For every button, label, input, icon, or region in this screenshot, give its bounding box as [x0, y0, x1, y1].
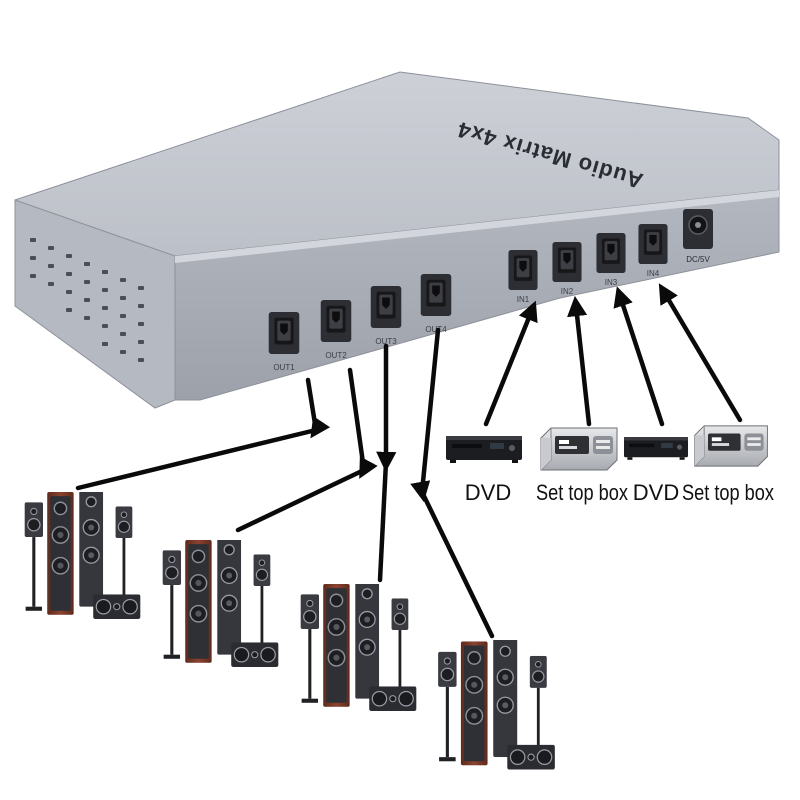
output-port-label: OUT1 — [273, 363, 295, 372]
speaker-set-2 — [163, 536, 279, 667]
dvd-player-icon — [624, 437, 688, 460]
source-3: DVD — [624, 437, 688, 505]
source-label: DVD — [465, 480, 511, 505]
dc-power-label: DC/5V — [686, 255, 710, 264]
arrow-out1-to-speakers-1 — [75, 377, 331, 491]
output-port-label: OUT3 — [375, 337, 397, 346]
output-port-1[interactable]: OUT1 — [268, 312, 300, 372]
source-2: Set top box — [536, 427, 628, 505]
input-port-label: IN1 — [517, 295, 530, 304]
speaker-set-4 — [438, 637, 555, 769]
dc-power-jack[interactable]: DC/5V — [683, 209, 713, 264]
input-port-3[interactable]: IN3 — [596, 233, 626, 287]
set-top-box-icon — [694, 425, 768, 467]
connection-arrows — [75, 283, 743, 639]
input-port-4[interactable]: IN4 — [638, 224, 668, 278]
input-port-2[interactable]: IN2 — [552, 242, 582, 296]
speaker-set-3 — [301, 580, 417, 711]
output-port-label: OUT2 — [325, 351, 347, 360]
ventilation-grille — [30, 238, 144, 362]
output-port-3[interactable]: OUT3 — [370, 286, 402, 346]
input-port-label: IN4 — [647, 269, 660, 278]
output-port-2[interactable]: OUT2 — [320, 300, 352, 360]
source-label: Set top box — [682, 480, 774, 505]
input-port-1[interactable]: IN1 — [508, 250, 538, 304]
source-label: Set top box — [536, 480, 628, 505]
source-label: DVD — [633, 480, 679, 505]
arrow-dvd-to-in3 — [613, 286, 665, 427]
source-4: Set top box — [682, 425, 774, 505]
speaker-set-1 — [25, 488, 141, 619]
device-front-edge — [175, 190, 779, 263]
arrow-stb-to-in2 — [567, 295, 592, 427]
arrow-out3-to-speakers-3 — [376, 343, 397, 583]
arrow-stb-to-in4 — [658, 283, 743, 423]
audio-matrix-device: Audio Matrix 4x4 OUT1 OUT2 OUT3 OUT4 IN1… — [14, 71, 780, 409]
device-left-side — [14, 199, 176, 409]
source-1: DVD — [446, 436, 522, 505]
set-top-box-icon — [540, 427, 618, 471]
arrow-out4-to-speakers-4 — [410, 327, 495, 639]
dvd-player-icon — [446, 436, 522, 463]
input-port-label: IN3 — [605, 278, 618, 287]
input-port-label: IN2 — [561, 287, 574, 296]
arrow-out2-to-speakers-2 — [235, 367, 378, 533]
arrow-dvd-to-in1 — [483, 300, 538, 427]
